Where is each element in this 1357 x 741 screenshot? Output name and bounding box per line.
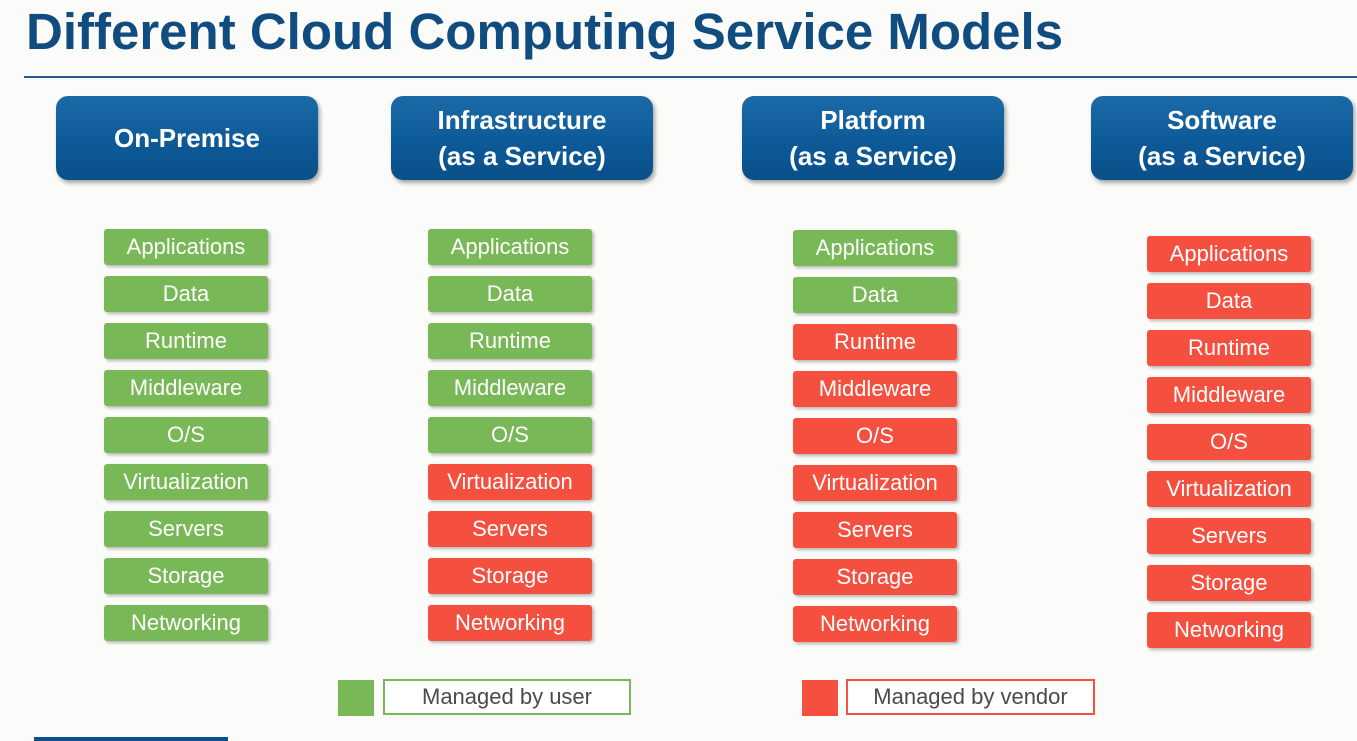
page-title: Different Cloud Computing Service Models <box>26 3 1064 60</box>
footer-accent-bar <box>34 737 228 741</box>
header-line1: Software <box>1167 105 1277 135</box>
header-on-premise: On-Premise <box>56 96 318 180</box>
header-line1: Platform <box>820 105 926 135</box>
legend-user-swatch <box>338 680 374 716</box>
layer-applications: Applications <box>793 230 957 266</box>
layer-servers: Servers <box>428 511 592 547</box>
layer-virtualization: Virtualization <box>428 464 592 500</box>
layer-networking: Networking <box>104 605 268 641</box>
legend-vendor-swatch <box>802 680 838 716</box>
layer-applications: Applications <box>104 229 268 265</box>
layer-networking: Networking <box>793 606 957 642</box>
layer-data: Data <box>1147 283 1311 319</box>
layer-storage: Storage <box>104 558 268 594</box>
layer-data: Data <box>104 276 268 312</box>
layer-o-s: O/S <box>428 417 592 453</box>
header-line2: (as a Service) <box>438 141 606 171</box>
header-iaas: Infrastructure (as a Service) <box>391 96 653 180</box>
layer-runtime: Runtime <box>1147 330 1311 366</box>
layer-data: Data <box>428 276 592 312</box>
layer-storage: Storage <box>428 558 592 594</box>
layer-o-s: O/S <box>793 418 957 454</box>
header-line1: On-Premise <box>114 123 260 153</box>
header-line2: (as a Service) <box>1138 141 1306 171</box>
layer-virtualization: Virtualization <box>793 465 957 501</box>
header-line2: (as a Service) <box>789 141 957 171</box>
layer-applications: Applications <box>428 229 592 265</box>
legend-vendor-label: Managed by vendor <box>846 679 1095 715</box>
layer-runtime: Runtime <box>428 323 592 359</box>
layer-o-s: O/S <box>104 417 268 453</box>
layer-runtime: Runtime <box>104 323 268 359</box>
layer-middleware: Middleware <box>1147 377 1311 413</box>
layer-storage: Storage <box>1147 565 1311 601</box>
legend-user-label: Managed by user <box>383 679 631 715</box>
layer-middleware: Middleware <box>428 370 592 406</box>
layer-virtualization: Virtualization <box>104 464 268 500</box>
layer-networking: Networking <box>428 605 592 641</box>
header-line1: Infrastructure <box>437 105 607 135</box>
layer-networking: Networking <box>1147 612 1311 648</box>
layer-servers: Servers <box>104 511 268 547</box>
header-saas: Software (as a Service) <box>1091 96 1353 180</box>
layer-middleware: Middleware <box>793 371 957 407</box>
layer-virtualization: Virtualization <box>1147 471 1311 507</box>
title-divider <box>24 76 1357 78</box>
layer-middleware: Middleware <box>104 370 268 406</box>
layer-storage: Storage <box>793 559 957 595</box>
layer-runtime: Runtime <box>793 324 957 360</box>
header-paas: Platform (as a Service) <box>742 96 1004 180</box>
layer-servers: Servers <box>1147 518 1311 554</box>
layer-servers: Servers <box>793 512 957 548</box>
layer-applications: Applications <box>1147 236 1311 272</box>
layer-data: Data <box>793 277 957 313</box>
layer-o-s: O/S <box>1147 424 1311 460</box>
